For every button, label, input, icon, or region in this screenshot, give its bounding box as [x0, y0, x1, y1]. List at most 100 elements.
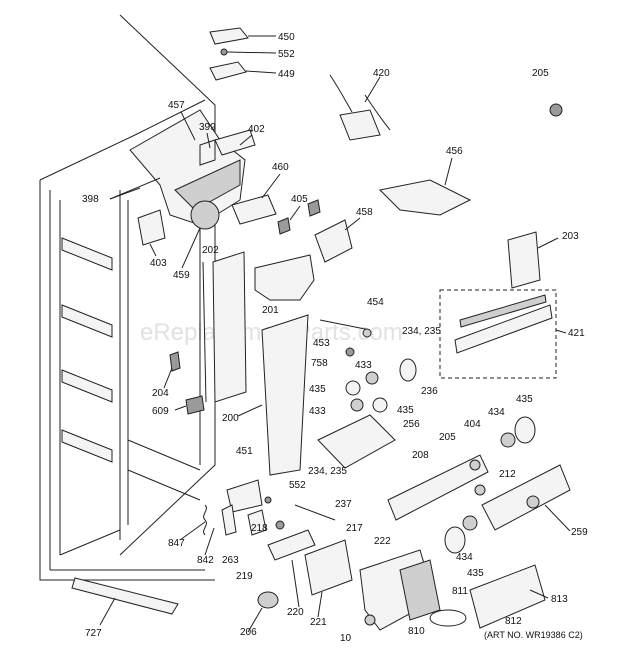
callout-256: 256 — [403, 419, 420, 430]
callout-237: 237 — [335, 499, 352, 510]
callout-398: 398 — [82, 194, 99, 205]
callout-449: 449 — [278, 69, 295, 80]
callout-205: 205 — [532, 68, 549, 79]
callout-810: 810 — [408, 626, 425, 637]
cabinet-liner — [39, 14, 216, 581]
bulb-435 — [514, 416, 536, 444]
housing-203 — [507, 231, 541, 289]
part-204 — [169, 351, 181, 372]
leader-lines — [99, 111, 571, 633]
part-405 — [277, 199, 321, 235]
callout-450: 450 — [278, 32, 295, 43]
callout-217: 217 — [346, 523, 363, 534]
callout-847: 847 — [168, 538, 185, 549]
part-609 — [185, 395, 205, 415]
part-460 — [231, 194, 277, 225]
callout-458: 458 — [356, 207, 373, 218]
callout-219: 219 — [236, 571, 253, 582]
callout-205-lower: 205 — [439, 432, 456, 443]
part-208 — [469, 459, 481, 471]
callout-842: 842 — [197, 555, 214, 566]
callout-552: 552 — [278, 49, 295, 60]
callout-403: 403 — [150, 258, 167, 269]
chute-221 — [304, 539, 353, 596]
callout-234-235-lower: 234, 235 — [308, 466, 347, 477]
callout-454: 454 — [367, 297, 384, 308]
callout-204: 204 — [152, 388, 169, 399]
callout-404: 404 — [464, 419, 481, 430]
callout-labels: 450 552 449 420 205 457 399 402 398 403 … — [82, 32, 588, 644]
callout-813: 813 — [551, 594, 568, 605]
callout-435-mid: 435 — [397, 405, 414, 416]
fitting-259 — [526, 495, 540, 509]
rail-456 — [378, 179, 472, 216]
callout-201: 201 — [262, 305, 279, 316]
callout-399: 399 — [199, 122, 216, 133]
callout-552-lower: 552 — [289, 480, 306, 491]
callout-811: 811 — [452, 586, 468, 597]
vent-256 — [317, 414, 396, 469]
dispenser-assembly — [359, 549, 441, 631]
callout-222: 222 — [374, 536, 391, 547]
callout-727: 727 — [85, 628, 102, 639]
part-458 — [314, 219, 353, 263]
tubing-812 — [429, 609, 467, 627]
callout-206: 206 — [240, 627, 257, 638]
housing-259 — [481, 464, 571, 531]
socket-434-lower — [462, 515, 478, 531]
panel-404 — [387, 454, 489, 521]
callout-221: 221 — [310, 617, 327, 628]
callout-457: 457 — [168, 100, 185, 111]
shield-cover — [202, 251, 315, 476]
callout-405: 405 — [291, 194, 308, 205]
callout-202: 202 — [202, 245, 219, 256]
part-212 — [474, 484, 486, 496]
callout-435: 435 — [309, 384, 326, 395]
callout-433-lower: 433 — [309, 406, 326, 417]
callout-259: 259 — [571, 527, 588, 538]
callout-435-bottom: 435 — [467, 568, 484, 579]
callout-218: 218 — [251, 523, 268, 534]
callout-433: 433 — [355, 360, 372, 371]
callout-434-bottom: 434 — [456, 552, 473, 563]
liner-shelf-rails — [61, 237, 113, 463]
top-brackets — [209, 27, 277, 81]
callout-208: 208 — [412, 450, 429, 461]
callout-758: 758 — [311, 358, 328, 369]
tray-220 — [267, 529, 316, 561]
callout-236: 236 — [421, 386, 438, 397]
bulb-435-lower — [444, 526, 466, 554]
callout-203: 203 — [562, 231, 579, 242]
callout-453: 453 — [313, 338, 330, 349]
callout-212: 212 — [499, 469, 516, 480]
callout-200: 200 — [222, 413, 239, 424]
lamp-box-421 — [439, 289, 557, 379]
socket-434 — [500, 432, 516, 448]
callout-402: 402 — [248, 124, 265, 135]
callout-812: 812 — [505, 616, 522, 627]
harness-420 — [329, 74, 391, 141]
kickplate-727 — [71, 577, 179, 615]
air-duct-assembly — [129, 109, 256, 230]
callout-451: 451 — [236, 446, 253, 457]
callout-435-right: 435 — [516, 394, 533, 405]
callout-10: 10 — [340, 633, 352, 644]
callout-609: 609 — [152, 406, 169, 417]
housing-813 — [469, 564, 546, 629]
bracket-403 — [137, 209, 166, 246]
callout-456: 456 — [446, 146, 463, 157]
callout-434: 434 — [488, 407, 505, 418]
callout-263: 263 — [222, 555, 239, 566]
callout-220: 220 — [287, 607, 304, 618]
callout-421: 421 — [568, 328, 585, 339]
lamp-cluster — [319, 319, 417, 413]
callout-420: 420 — [373, 68, 390, 79]
callout-459: 459 — [173, 270, 190, 281]
callout-234-235: 234, 235 — [402, 326, 441, 337]
art-number: (ART NO. WR19386 C2) — [484, 630, 583, 640]
callout-460: 460 — [272, 162, 289, 173]
cap-205 — [549, 103, 563, 117]
part-206 — [257, 591, 279, 609]
lower-hardware — [203, 479, 336, 536]
